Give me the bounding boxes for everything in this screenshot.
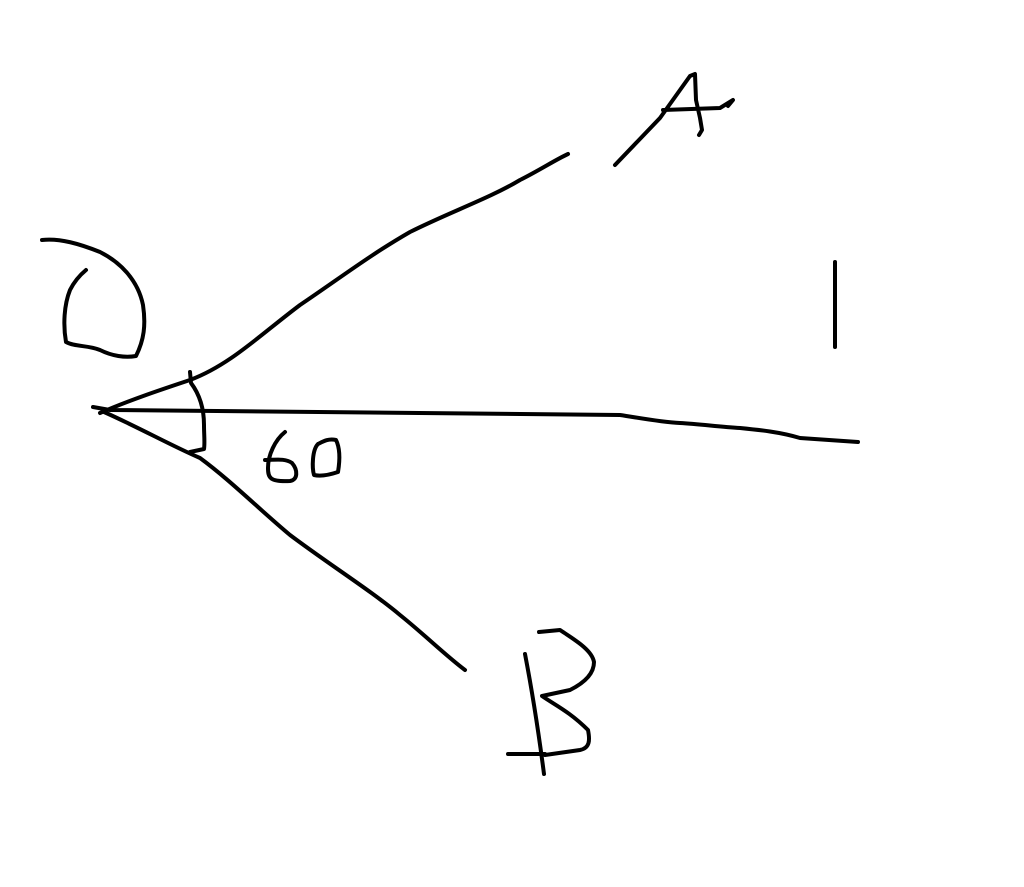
- ray-ob: [102, 410, 467, 672]
- line-l: [91, 405, 860, 444]
- label-60-0: [310, 437, 342, 478]
- vertex-label: O: [60, 280, 61, 281]
- angle-label: 60: [280, 455, 281, 456]
- angle-arc: [188, 370, 207, 454]
- label-o-glyph: [40, 237, 147, 359]
- label-60-6: [263, 430, 299, 484]
- ray-oa: [98, 152, 570, 415]
- ray-a-label: A: [670, 90, 671, 91]
- label-a-glyph: [613, 72, 735, 167]
- ray-b-label: B: [550, 680, 551, 681]
- label-b-glyph: [506, 628, 596, 776]
